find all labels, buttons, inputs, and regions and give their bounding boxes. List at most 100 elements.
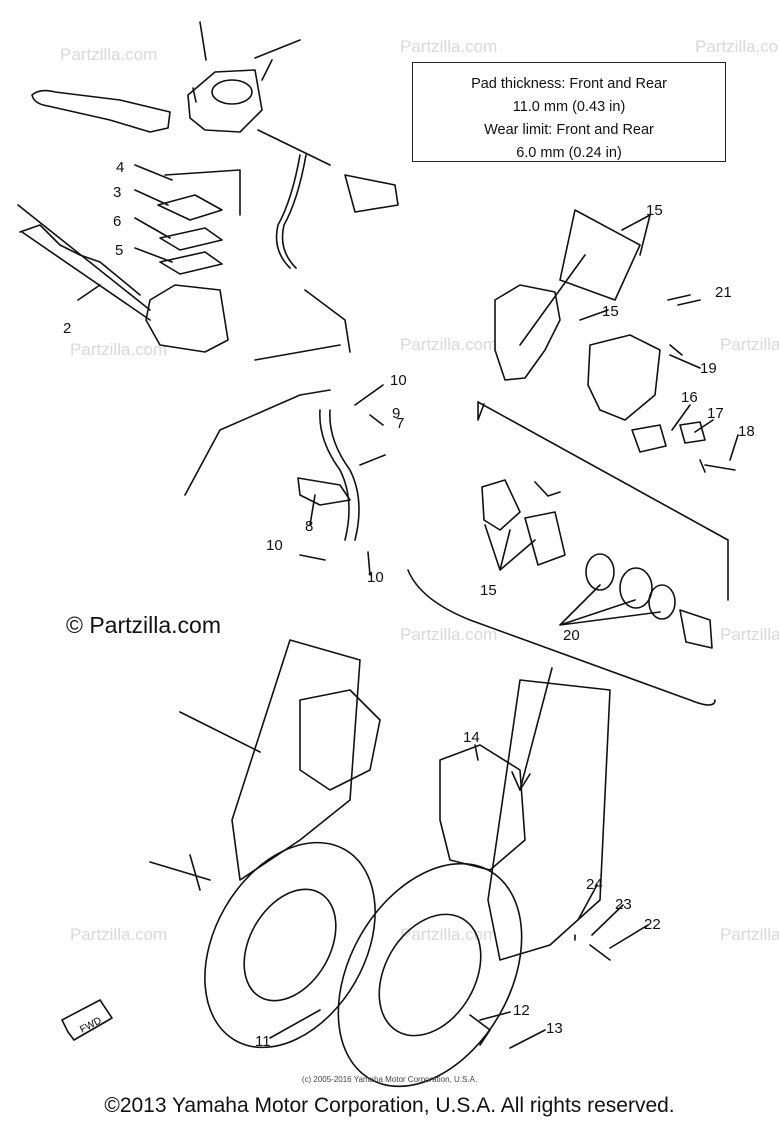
brake-hose-lower-edge	[329, 409, 360, 541]
guide-line	[519, 254, 586, 346]
disc-bolt	[149, 854, 211, 891]
wear-limit-value: 6.0 mm (0.24 in)	[516, 145, 622, 161]
callout-16: 16	[681, 389, 698, 406]
callout-23: 23	[615, 896, 632, 913]
group-bracket	[407, 569, 716, 706]
watermark: Partzilla.com	[400, 37, 497, 56]
callout-12: 12	[513, 1002, 530, 1019]
disc-hub-right	[378, 913, 482, 1037]
copyright-main: ©2013 Yamaha Motor Corporation, U.S.A. A…	[104, 1094, 675, 1117]
watermark: Partzilla.com	[60, 45, 157, 64]
dust-seal	[619, 567, 653, 609]
right-caliper	[439, 744, 526, 871]
watermark: Partzilla.com	[400, 625, 497, 644]
boot	[631, 424, 667, 453]
pad-clip-box	[559, 209, 641, 301]
watermark-layer: Partzilla.com Partzilla.com Partzilla.co…	[60, 37, 779, 944]
seal-ring	[648, 584, 676, 620]
watermark: Partzilla.com	[720, 925, 779, 944]
callout-19: 19	[700, 360, 717, 377]
exploded-box-corner	[477, 401, 485, 421]
plate-part	[159, 227, 223, 251]
callout-24: 24	[586, 876, 603, 893]
right-fork-leg	[487, 679, 611, 961]
callout-3: 3	[113, 184, 121, 201]
piston-kit	[19, 224, 141, 296]
callout-11: 11	[255, 1033, 271, 1050]
bolt-18	[699, 459, 736, 473]
caliper-piston	[679, 609, 713, 649]
arrow-line	[519, 667, 553, 791]
sleeve	[679, 421, 706, 444]
disc-hub-left	[243, 888, 337, 1002]
brake-hose-lower	[319, 409, 350, 541]
callout-4: 4	[116, 159, 124, 176]
watermark: Partzilla.com	[70, 925, 167, 944]
callout-9: 9	[392, 405, 400, 422]
callout-18: 18	[738, 423, 755, 440]
callout-7: 7	[396, 415, 404, 432]
copyright-small: (c) 2005-2016 Yamaha Motor Corporation, …	[301, 1075, 478, 1084]
callout-5: 5	[115, 242, 123, 259]
master-cylinder-top	[187, 69, 263, 133]
brake-pad-a	[481, 479, 521, 531]
callout-2: 2	[63, 320, 71, 337]
callout-15b: 15	[602, 303, 619, 320]
watermark: Partzilla.com	[400, 335, 497, 354]
middle-watermark: © Partzilla.com	[66, 612, 221, 638]
callout-10b: 10	[266, 537, 283, 554]
bracket-line	[164, 169, 241, 216]
left-caliper	[299, 689, 381, 791]
callout-numbers: 2 3 4 5 6 7 8 9 10 10 10 11 12 13 14 15 …	[63, 159, 755, 1050]
master-cylinder-body	[145, 284, 229, 353]
leader-lines	[77, 164, 739, 1049]
left-caliper-bolt	[179, 711, 261, 753]
brake-lever	[31, 89, 171, 133]
pad-thickness-value: 11.0 mm (0.43 in)	[512, 99, 626, 115]
watermark: Partzilla.com	[720, 335, 779, 354]
left-fork-leg	[231, 639, 361, 881]
watermark: Partzilla.com	[720, 625, 779, 644]
callout-15c: 15	[480, 582, 497, 599]
pad-thickness-label: Pad thickness: Front and Rear	[471, 76, 667, 92]
callout-10c: 10	[367, 569, 384, 586]
bolt	[254, 39, 301, 81]
watermark: Partzilla.com	[400, 925, 497, 944]
piston-seal	[585, 553, 615, 591]
brake-disc-left	[204, 841, 376, 1049]
pad-spring	[534, 481, 561, 497]
reservoir-cap	[211, 79, 253, 105]
caliper-body-front	[587, 334, 661, 421]
cap-part	[157, 194, 223, 221]
watermark: Partzilla.com	[70, 340, 167, 359]
pad-spec-box: Pad thickness: Front and Rear 11.0 mm (0…	[412, 62, 726, 162]
callout-22: 22	[644, 916, 661, 933]
callout-8: 8	[305, 518, 313, 535]
wear-limit-label: Wear limit: Front and Rear	[484, 122, 654, 138]
caliper-body-rear	[494, 284, 561, 381]
hose-holder	[297, 477, 351, 506]
callout-15a: 15	[646, 202, 663, 219]
callout-10: 10	[390, 372, 407, 389]
exploded-box	[477, 401, 729, 601]
diaphragm-part	[159, 251, 223, 275]
bleeder	[667, 294, 691, 356]
callout-6: 6	[113, 213, 121, 230]
watermark: Partzilla.com	[695, 37, 779, 56]
brake-lines	[184, 289, 351, 496]
callout-20: 20	[563, 627, 580, 644]
callout-14: 14	[463, 729, 480, 746]
screw	[192, 21, 207, 103]
callout-17: 17	[707, 405, 724, 422]
callout-13: 13	[546, 1020, 563, 1037]
brake-hose-upper	[275, 154, 301, 269]
brake-hose-upper-edge	[281, 154, 307, 269]
fwd-arrow-icon	[61, 999, 113, 1041]
brake-pad-b	[524, 511, 566, 566]
fwd-label: FWD	[78, 1015, 103, 1035]
small-parts	[469, 934, 611, 1046]
banjo-fitting	[344, 174, 399, 213]
union-bolt	[257, 129, 331, 166]
callout-21: 21	[715, 284, 732, 301]
